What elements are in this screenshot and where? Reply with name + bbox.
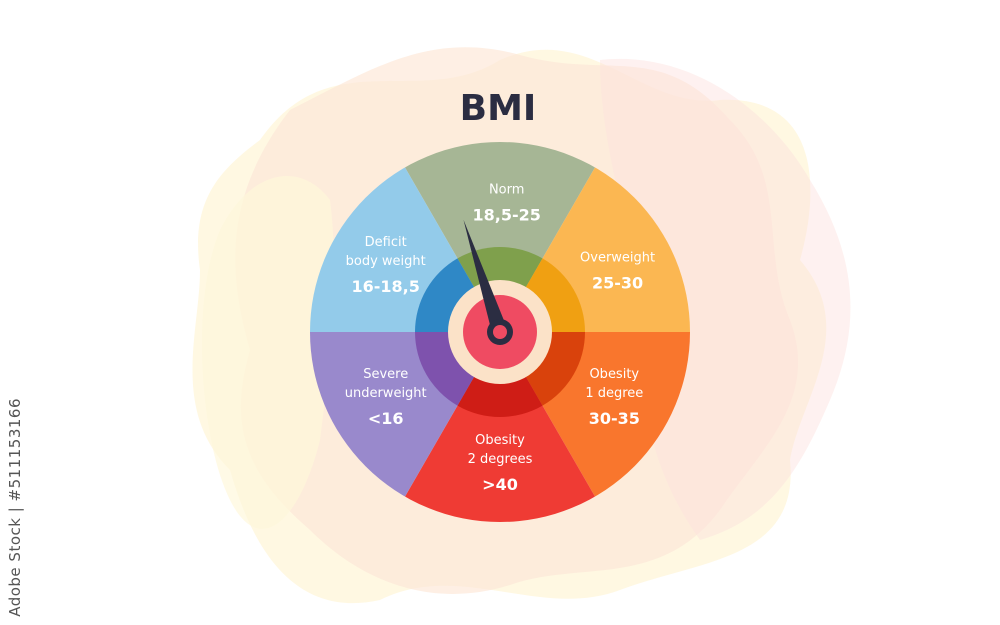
segment-obesity2	[385, 332, 615, 522]
label-obesity1-name: 1 degree	[585, 386, 643, 401]
label-overweight-name: Overweight	[580, 251, 655, 266]
segment-norm	[385, 142, 615, 332]
label-norm-range: 18,5-25	[473, 206, 541, 225]
label-deficit-range: 16-18,5	[352, 277, 420, 296]
blob-light-yellow	[201, 176, 335, 529]
needle	[463, 219, 513, 345]
label-obesity1-range: 30-35	[589, 409, 640, 428]
label-severe-name: Severe	[363, 367, 408, 382]
label-overweight-range: 25-30	[592, 274, 643, 293]
label-severe-range: <16	[368, 409, 404, 428]
label-obesity1-name: Obesity	[589, 367, 639, 382]
stock-id-watermark: Adobe Stock | #511153166	[6, 398, 24, 617]
page-title: BMI	[460, 88, 537, 129]
needle-pointer	[463, 219, 508, 335]
label-obesity2-name: 2 degrees	[468, 452, 533, 467]
label-severe-name: underweight	[345, 386, 427, 401]
label-deficit-name: body weight	[346, 254, 426, 269]
label-deficit-name: Deficit	[365, 235, 407, 250]
label-norm-name: Norm	[489, 183, 524, 198]
label-obesity2-name: Obesity	[475, 433, 525, 448]
needle-cap-dot	[493, 325, 507, 339]
label-obesity2-range: >40	[482, 475, 518, 494]
